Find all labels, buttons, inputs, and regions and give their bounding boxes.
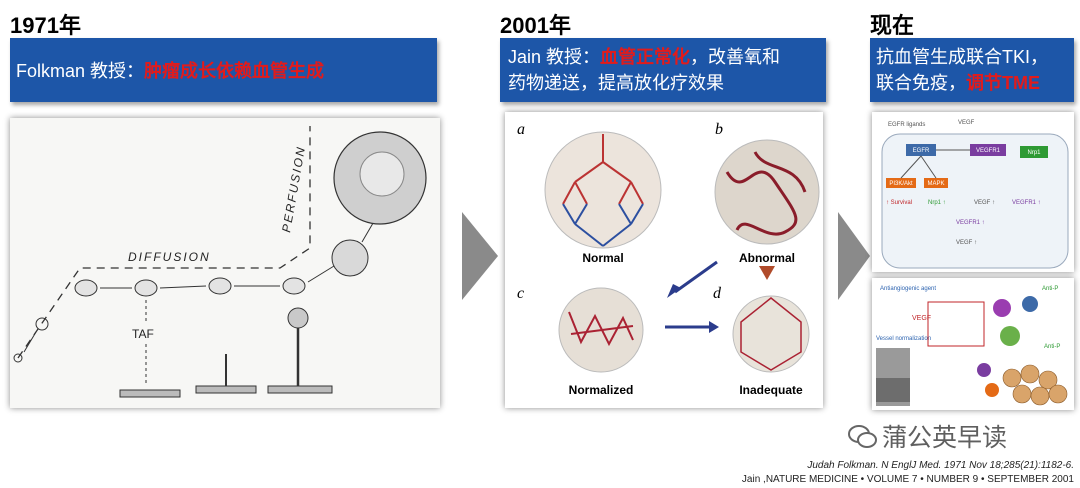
pi3k-box: PI3K/Akt	[889, 181, 913, 187]
banner-now-highlight: 调节TME	[966, 73, 1040, 93]
perfusion-label: PERFUSION	[279, 144, 308, 233]
folkman-figure: DIFFUSION PERFUSION TAF	[10, 118, 440, 408]
jain-figure: a b c d Normal Abnormal Normalized Inade…	[505, 112, 823, 408]
citation-jain: Jain ,NATURE MEDICINE • VOLUME 7 • NUMBE…	[741, 474, 1074, 485]
year-now: 现在	[870, 13, 915, 38]
vegf-up-label-2: VEGF ↑	[956, 240, 977, 246]
diffusion-label: DIFFUSION	[128, 250, 211, 264]
label-abnormal: Abnormal	[739, 251, 795, 265]
banner-folkman: Folkman 教授：肿瘤成长依赖血管生成	[10, 38, 437, 102]
banner-now: 抗血管生成联合TKI， 联合免疫，调节TME	[870, 38, 1074, 102]
panel-c-label: c	[517, 285, 524, 302]
vegf-top-label: VEGF	[958, 120, 975, 126]
vegfr1-up-label: VEGFR1 ↑	[1012, 200, 1041, 206]
banner-now-prefix: 联合免疫，	[876, 73, 966, 93]
vegfr1-up-label-2: VEGFR1 ↑	[956, 220, 985, 226]
citation-folkman: Judah Folkman. N EnglJ Med. 1971 Nov 18;…	[807, 460, 1074, 471]
arrow-right-icon	[838, 212, 870, 300]
label-normalized: Normalized	[569, 383, 634, 397]
tki-pathway-figure: EGFR ligands VEGF EGFR VEGFR1 Nrp1 PI3K/…	[872, 112, 1074, 272]
taf-label: TAF	[132, 327, 154, 341]
antiangiogenic-label: Antiangiogenic agent	[880, 286, 936, 292]
egfr-box: EGFR	[913, 148, 930, 154]
banner-jain-line2: 药物递送，提高放化疗效果	[508, 73, 724, 93]
vegf-up-label: VEGF ↑	[974, 200, 995, 206]
banner-now-line1: 抗血管生成联合TKI，	[876, 47, 1049, 67]
panel-b-label: b	[715, 121, 723, 138]
year-2001: 2001年	[500, 13, 571, 38]
wechat-icon	[848, 425, 877, 448]
anti-p-label-1: Anti-P	[1042, 286, 1058, 292]
banner-jain-highlight: 血管正常化	[600, 47, 691, 67]
vegf-label: VEGF	[912, 315, 931, 322]
mapk-box: MAPK	[927, 181, 944, 187]
brand-name: 蒲公英早读	[882, 423, 1008, 452]
arrow-right-icon	[462, 212, 498, 300]
label-inadequate: Inadequate	[739, 383, 803, 397]
anti-p-label-2: Anti-P	[1044, 344, 1060, 350]
immune-tme-figure: Antiangiogenic agent VEGF Vessel normali…	[872, 278, 1074, 410]
vessel-normalization-label: Vessel normalization	[876, 336, 931, 342]
nrp1-up-label: Nrp1 ↑	[928, 200, 946, 206]
survival-label: ↑ Survival	[886, 200, 912, 206]
panel-a-label: a	[517, 121, 525, 138]
label-normal: Normal	[582, 251, 623, 265]
egfr-ligands-label: EGFR ligands	[888, 122, 925, 128]
banner-folkman-prefix: Folkman 教授：	[16, 61, 145, 81]
banner-jain-prefix: Jain 教授：	[508, 47, 601, 67]
panel-d-label: d	[713, 285, 722, 302]
year-1971: 1971年	[10, 13, 81, 38]
banner-folkman-highlight: 肿瘤成长依赖血管生成	[144, 61, 325, 81]
nrp1-box: Nrp1	[1027, 150, 1041, 156]
vegfr1-box: VEGFR1	[976, 148, 1001, 154]
banner-jain-suffix: ，改善氧和	[690, 47, 781, 67]
banner-jain: Jain 教授：血管正常化，改善氧和 药物递送，提高放化疗效果	[500, 38, 826, 102]
